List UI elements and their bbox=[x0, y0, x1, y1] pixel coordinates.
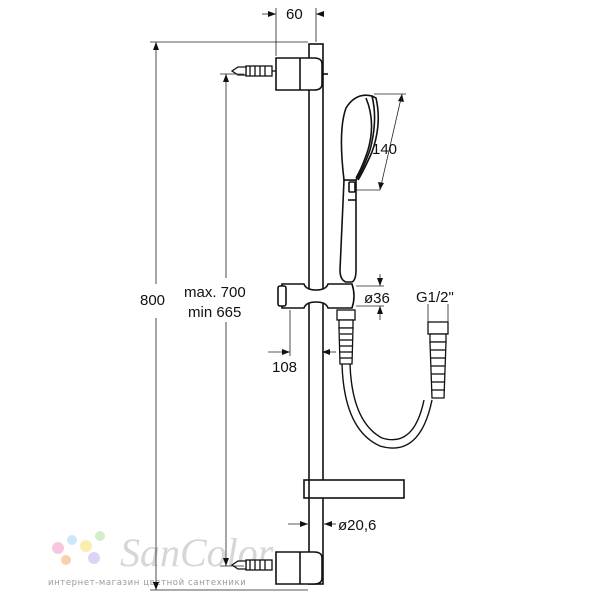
watermark: SanColor интернет-магазин цветной сантех… bbox=[48, 530, 274, 588]
dim-bracket-offset: 60 bbox=[286, 6, 303, 23]
dim-holder-diameter: ø36 bbox=[364, 290, 390, 307]
watermark-dot bbox=[88, 552, 100, 564]
dimension-labels: 60 800 max. 700 min 665 140 ø36 108 G1/2… bbox=[140, 6, 454, 534]
watermark-dot bbox=[52, 542, 64, 554]
dim-bar-diameter: ø20,6 bbox=[338, 517, 376, 534]
top-bracket bbox=[275, 57, 328, 91]
watermark-dot bbox=[61, 555, 71, 565]
top-wall-plug bbox=[230, 65, 276, 77]
hose-connector-top bbox=[336, 309, 356, 365]
hose-connector-bottom bbox=[427, 321, 449, 399]
slide-bar bbox=[308, 43, 324, 585]
bottom-wall-plug bbox=[230, 559, 273, 571]
bar-body bbox=[308, 43, 324, 585]
dimension-lines bbox=[150, 8, 449, 591]
watermark-dot bbox=[67, 535, 77, 545]
dim-holder-offset: 108 bbox=[272, 359, 297, 376]
slide-holder bbox=[277, 283, 355, 309]
dim-spacing-min: min 665 bbox=[188, 304, 241, 321]
watermark-dot bbox=[80, 540, 92, 552]
dim-total-height: 800 bbox=[140, 292, 165, 309]
dim-hose-thread: G1/2" bbox=[416, 289, 454, 306]
watermark-dot bbox=[95, 531, 105, 541]
dimension-arrows bbox=[153, 11, 404, 590]
soap-dish bbox=[303, 479, 405, 499]
watermark-dots bbox=[52, 531, 105, 565]
watermark-tagline: интернет-магазин цветной сантехники bbox=[48, 578, 246, 588]
bottom-bracket bbox=[275, 551, 323, 585]
dim-handshower-length: 140 bbox=[372, 141, 397, 158]
dim-spacing-max: max. 700 bbox=[184, 284, 246, 301]
shower-hose bbox=[341, 363, 433, 449]
hand-shower bbox=[339, 94, 380, 283]
